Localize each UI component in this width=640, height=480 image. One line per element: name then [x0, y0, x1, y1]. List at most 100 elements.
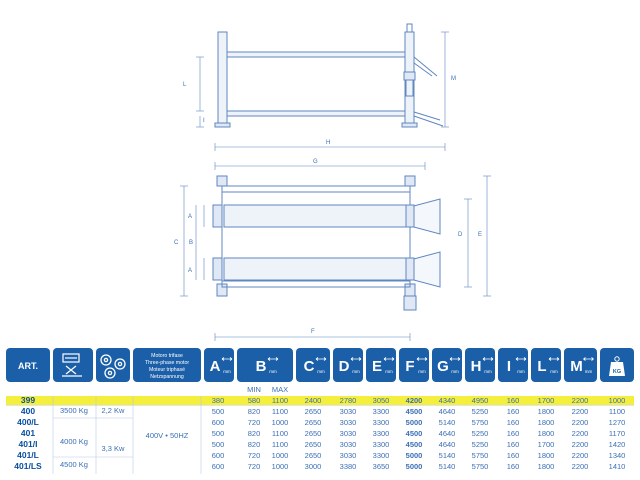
table-cell: 580 [248, 396, 261, 405]
dim-unit-mm: mm [585, 369, 593, 374]
table-cell: 3300 [373, 429, 390, 438]
dim-header-letter-I: I [507, 358, 511, 375]
table-cell: 380 [212, 396, 225, 405]
dim-header-E [366, 348, 396, 382]
table-cell: 1000 [272, 462, 289, 471]
dim-label-G: G [313, 159, 318, 165]
weight-unit: KG [613, 369, 621, 375]
table-cell: 5750 [472, 462, 489, 471]
dim-header-letter-A: A [210, 358, 221, 375]
dim-unit-mm: mm [352, 369, 360, 374]
dim-arrow-icon [221, 357, 233, 361]
table-cell: 720 [248, 462, 261, 471]
table-cell: 5000 [406, 451, 423, 460]
model-399: 399 [21, 395, 35, 405]
model-400: 400 [21, 406, 35, 416]
table-cell: 1700 [538, 440, 555, 449]
lift-capacity-icon [62, 353, 82, 377]
table-cell: 5000 [406, 462, 423, 471]
capacity-4000: 4000 Kg [60, 437, 88, 446]
table-cell: 5750 [472, 418, 489, 427]
dim-header-F [399, 348, 429, 382]
model-401-LS: 401/LS [14, 461, 42, 471]
table-cell: 3380 [340, 462, 357, 471]
table-cell: 4500 [406, 429, 423, 438]
b-min-label: MIN [247, 385, 261, 394]
table-cell: 1700 [538, 396, 555, 405]
table-cell: 2200 [572, 407, 589, 416]
table-cell: 1170 [609, 429, 625, 438]
dim-arrow-icon [350, 357, 362, 361]
art-header-box [6, 348, 50, 382]
table-cell: 4640 [439, 429, 456, 438]
dim-header-M [564, 348, 597, 382]
table-cell: 1270 [609, 418, 626, 427]
dim-unit-mm: mm [385, 369, 393, 374]
table-cell: 2650 [305, 418, 322, 427]
dim-header-H [465, 348, 495, 382]
capacity-4500: 4500 Kg [60, 460, 88, 469]
table-cell: 2200 [572, 396, 589, 405]
table-cell: 5140 [439, 418, 456, 427]
table-cell: 600 [212, 462, 225, 471]
table-cell: 4950 [472, 396, 489, 405]
dim-label-E: E [478, 232, 482, 238]
dim-label-B: B [189, 240, 193, 246]
table-cell: 4500 [406, 407, 423, 416]
model-401-L: 401/L [17, 450, 39, 460]
table-cell: 3650 [373, 462, 390, 471]
table-cell: 1410 [609, 462, 626, 471]
table-cell: 2650 [305, 429, 322, 438]
side-elevation-view [196, 23, 449, 128]
table-cell: 2400 [305, 396, 322, 405]
table-cell: 3300 [373, 440, 390, 449]
dim-header-letter-G: G [437, 358, 449, 375]
motor-label-en: Three-phase motor [145, 360, 189, 366]
table-cell: 4340 [439, 396, 456, 405]
motor-header-box [133, 348, 201, 382]
dim-arrow-icon [515, 357, 527, 361]
table-cell: 720 [248, 418, 261, 427]
dim-unit-mm: mm [418, 369, 426, 374]
dim-arrow-icon [482, 357, 494, 361]
table-header: ART. Motoro trifase Three-phase motor Mo… [6, 348, 634, 382]
table-cell: 160 [507, 418, 520, 427]
table-cell: 160 [507, 407, 520, 416]
table-cell: 600 [212, 418, 225, 427]
table-cell: 2200 [572, 451, 589, 460]
table-cell: 5250 [472, 407, 489, 416]
dim-arrow-icon [548, 357, 560, 361]
table-cell: 4200 [406, 396, 423, 405]
motor-label-fr: Moteur triphasé [149, 367, 185, 373]
motor-label-it: Motoro trifase [151, 353, 183, 359]
table-cell: 820 [248, 440, 261, 449]
table-cell: 1000 [272, 451, 289, 460]
table-cell: 2650 [305, 440, 322, 449]
table-cell: 160 [507, 451, 520, 460]
table-cell: 500 [212, 429, 225, 438]
dim-header-letter-H: H [471, 358, 482, 375]
table-cell: 5140 [439, 462, 456, 471]
table-cell: 1800 [538, 462, 555, 471]
table-cell: 1000 [272, 418, 289, 427]
dim-label-I: I [203, 118, 205, 124]
table-cell: 3050 [373, 396, 390, 405]
table-cell: 2650 [305, 451, 322, 460]
power-2-2kw: 2,2 Kw [102, 406, 126, 415]
dim-header-letter-M: M [570, 358, 583, 375]
table-cell: 720 [248, 451, 261, 460]
dim-label-H: H [326, 140, 330, 146]
motor-label-de: Netzspannung [150, 374, 184, 380]
table-cell: 1100 [272, 429, 288, 438]
dim-unit-mm: mm [451, 369, 459, 374]
model-401-I: 401/I [19, 439, 38, 449]
table-cell: 820 [248, 407, 261, 416]
dim-arrow-icon [583, 357, 594, 361]
dim-arrow-icon [315, 357, 327, 361]
table-cell: 600 [212, 451, 225, 460]
dim-header-letter-C: C [304, 358, 315, 375]
table-cell: 1340 [609, 451, 626, 460]
table-cell: 2200 [572, 418, 589, 427]
gears-icon [100, 354, 126, 379]
dim-unit-mm: mm [517, 369, 525, 374]
